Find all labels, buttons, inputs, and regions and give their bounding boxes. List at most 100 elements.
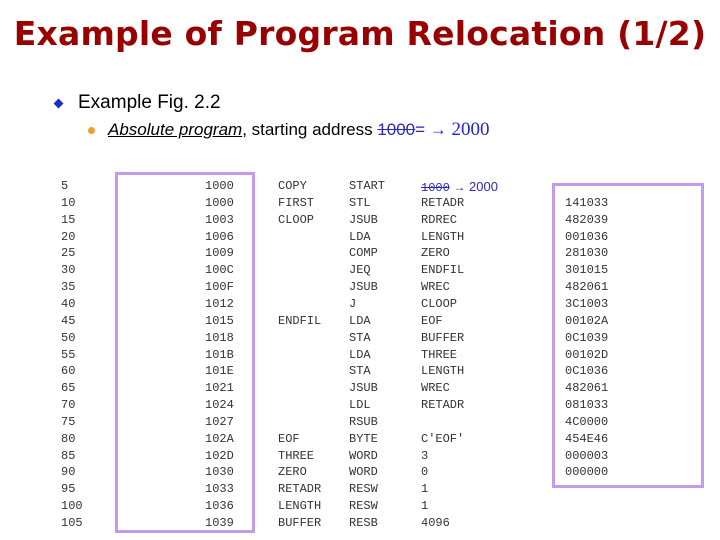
line-number: 55 — [61, 347, 76, 362]
opcode: RESW — [349, 499, 378, 514]
object-code: 001036 — [565, 229, 609, 244]
object-code: 081033 — [565, 398, 609, 413]
listing-row: 60 101E STA LENGTH 0C1036 — [0, 363, 720, 380]
location-counter: 1009 — [205, 246, 234, 261]
object-code: 301015 — [565, 263, 609, 278]
object-code: 00102D — [565, 347, 609, 362]
listing-row: 25 1009 COMP ZERO 281030 — [0, 245, 720, 262]
location-counter: 100C — [205, 263, 234, 278]
location-counter: 1030 — [205, 465, 234, 480]
operand: EOF — [421, 313, 443, 328]
opcode: START — [349, 179, 386, 193]
object-code: 00102A — [565, 313, 609, 328]
opcode: RSUB — [349, 414, 378, 429]
line-number: 70 — [61, 398, 76, 413]
line-number: 100 — [61, 499, 83, 514]
line-number: 40 — [61, 296, 76, 311]
opcode: WORD — [349, 465, 378, 480]
old-start-operand: 1000 — [421, 181, 450, 195]
line-number: 30 — [61, 263, 76, 278]
bullet-level1: Example Fig. 2.2 — [52, 92, 221, 114]
label: ZERO — [278, 465, 307, 480]
opcode: LDA — [349, 347, 371, 362]
location-counter: 101B — [205, 347, 234, 362]
line-number: 5 — [61, 179, 69, 193]
object-code: 281030 — [565, 246, 609, 261]
line-number: 60 — [61, 364, 76, 379]
operand: LENGTH — [421, 364, 465, 379]
operand: WREC — [421, 381, 450, 396]
opcode: LDA — [349, 313, 371, 328]
equals-sign: = — [415, 120, 426, 139]
new-start-address: 2000 — [451, 119, 490, 140]
listing-row: 40 1012 J CLOOP 3C1003 — [0, 296, 720, 313]
location-counter: 1021 — [205, 381, 234, 396]
opcode: STL — [349, 195, 371, 210]
location-counter: 1003 — [205, 212, 234, 227]
opcode: STA — [349, 330, 371, 345]
object-code: 141033 — [565, 195, 609, 210]
new-start-operand: 2000 — [469, 179, 498, 194]
bullet-level2: Absolute program , starting address 1000… — [88, 119, 490, 141]
operand: ENDFIL — [421, 263, 465, 278]
opcode: JSUB — [349, 212, 378, 227]
line-number: 45 — [61, 313, 76, 328]
operand: 1 — [421, 482, 429, 497]
operand: ZERO — [421, 246, 450, 261]
line-number: 25 — [61, 246, 76, 261]
location-counter: 102D — [205, 448, 234, 463]
object-code: 4C0000 — [565, 414, 609, 429]
object-code: 0C1036 — [565, 364, 609, 379]
operand: 4096 — [421, 516, 450, 530]
operand: WREC — [421, 280, 450, 295]
operand: RETADR — [421, 398, 465, 413]
location-counter: 1012 — [205, 296, 234, 311]
opcode: J — [349, 296, 357, 311]
location-counter: 101E — [205, 364, 234, 379]
location-counter: 1024 — [205, 398, 234, 413]
operand: LENGTH — [421, 229, 465, 244]
object-code: 000003 — [565, 448, 609, 463]
location-counter: 1027 — [205, 414, 234, 429]
line-number: 105 — [61, 516, 83, 530]
location-counter: 100F — [205, 280, 234, 295]
opcode: STA — [349, 364, 371, 379]
location-counter: 1039 — [205, 516, 234, 530]
label: ENDFIL — [278, 313, 322, 328]
opcode: BYTE — [349, 431, 378, 446]
opcode: RESW — [349, 482, 378, 497]
slide-title: Example of Program Relocation (1/2) — [13, 14, 707, 53]
object-code: 454E46 — [565, 431, 609, 446]
line-number: 85 — [61, 448, 76, 463]
opcode: COMP — [349, 246, 378, 261]
operand: CLOOP — [421, 296, 458, 311]
line-number: 65 — [61, 381, 76, 396]
object-code: 0C1039 — [565, 330, 609, 345]
object-code: 3C1003 — [565, 296, 609, 311]
object-code-highlight-box — [552, 183, 704, 488]
opcode: RESB — [349, 516, 378, 530]
dot-bullet-icon — [88, 126, 95, 134]
object-code: 482061 — [565, 381, 609, 396]
operand: BUFFER — [421, 330, 465, 345]
diamond-bullet-icon — [53, 98, 64, 108]
location-counter: 1033 — [205, 482, 234, 497]
line-number: 75 — [61, 414, 76, 429]
label: THREE — [278, 448, 315, 463]
opcode: LDL — [349, 398, 371, 413]
object-code: 482061 — [565, 280, 609, 295]
listing-row: 75 1027 RSUB 4C0000 — [0, 414, 720, 431]
bullet-level1-text: Example Fig. 2.2 — [78, 92, 221, 113]
